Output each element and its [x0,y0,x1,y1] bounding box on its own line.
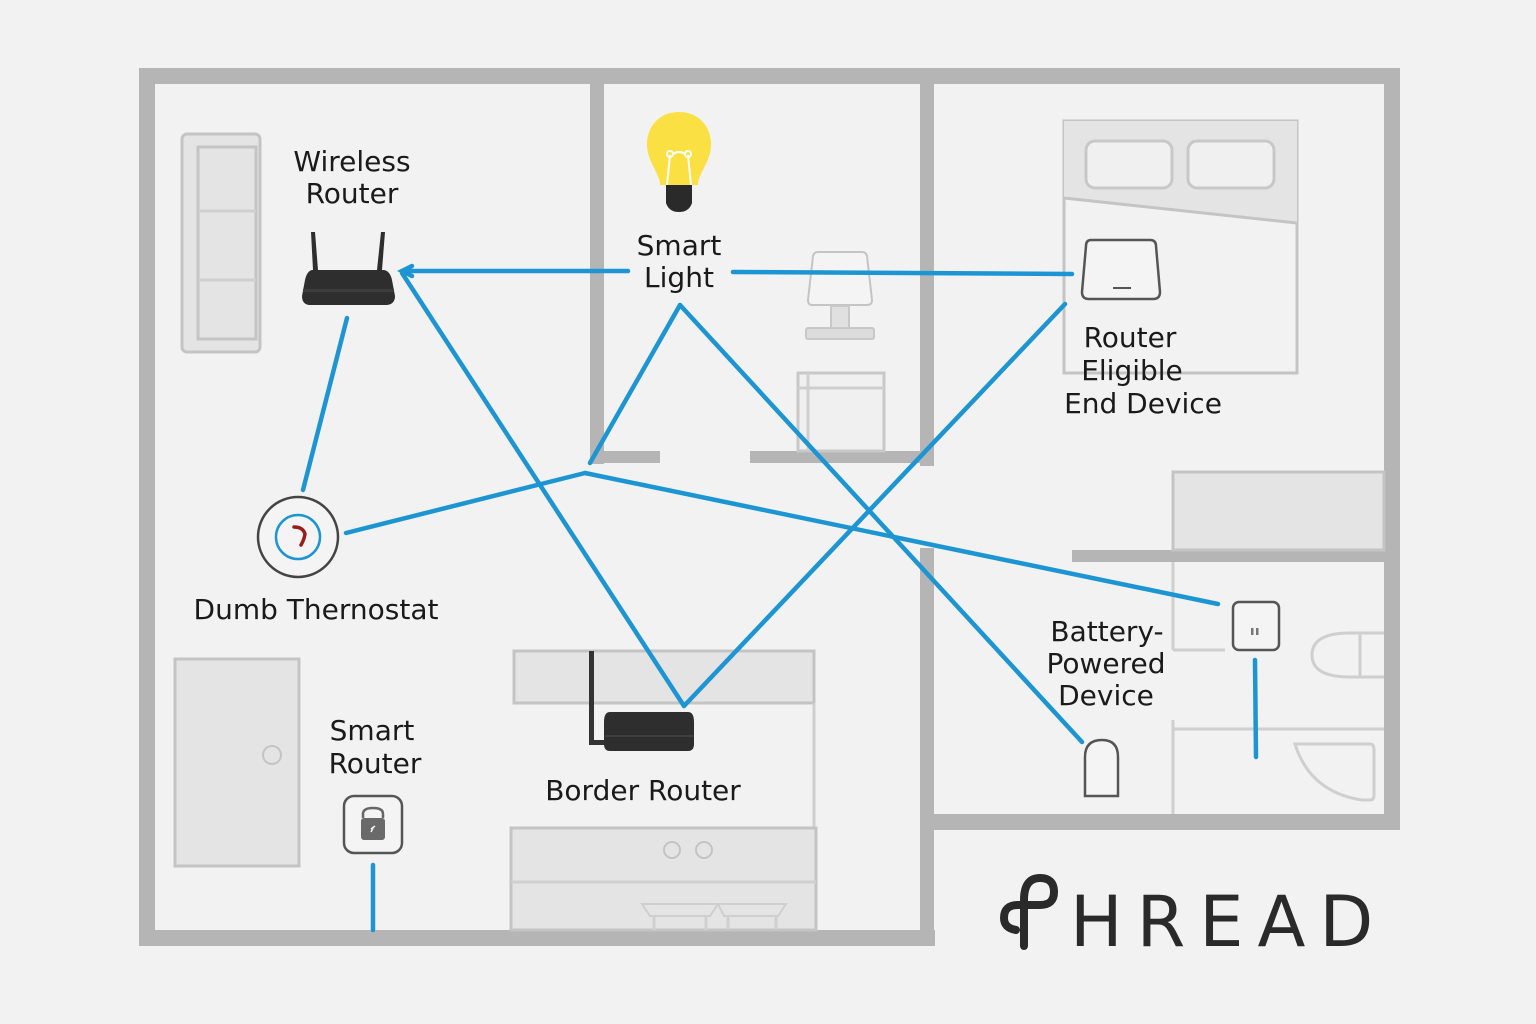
wall-outer-bottom-left [139,930,935,946]
light-bulb-icon [647,112,711,212]
router-eligible-end-device[interactable]: Router Eligible End Device [1064,238,1222,420]
switch-icon [1231,600,1281,652]
wireless-router[interactable]: Wireless Router [293,145,411,305]
border-router-label: Border Router [545,774,741,807]
link-center-to-bath-switch [582,470,1221,607]
smart-light[interactable]: Smart Light [637,112,722,294]
smart-light-label-2: Light [644,261,714,294]
battery-device-label-3: Device [1058,679,1154,712]
border-router[interactable]: Border Router [545,651,741,807]
smart-lock-icon [342,794,404,855]
thread-logo: HREAD [999,873,1387,963]
thermostat[interactable]: Dumb Thernostat [194,495,439,626]
smart-light-label-1: Smart [637,229,722,262]
wall-stub-left [590,451,660,463]
link-light-to-reed [730,269,1075,277]
wireless-router-label-2: Router [306,177,399,210]
reed-label-2: Eligible [1081,354,1183,387]
reed-label-1: Router [1084,321,1177,354]
dresser [1171,470,1386,552]
kitchen-counter [509,649,818,932]
smart-router-label-1: Smart [330,714,415,747]
walls [139,68,1400,946]
chair [796,371,886,453]
bathroom-fixtures [1171,562,1384,814]
bath-switch[interactable] [1231,600,1281,652]
smart-router-label-2: Router [329,747,422,780]
border-router-icon [589,651,694,751]
mesh-links [300,263,1259,933]
table-lamp [805,251,875,340]
link-wireless-router-to-border-router [399,270,687,709]
thread-logo-text: HREAD [1070,881,1387,963]
link-wireless-router-to-thermostat [300,315,350,493]
wall-outer-right [1384,68,1400,830]
wall-bottom-right [920,814,1400,830]
sofa [180,132,262,354]
wall-outer-top [139,68,1400,84]
battery-device-label-2: Powered [1046,647,1165,680]
wall-outer-left [139,68,155,946]
battery-sensor-icon [1083,738,1120,798]
link-light-to-center [587,302,683,466]
bed [1062,119,1299,375]
wall-divider-1 [590,84,604,464]
door [173,657,301,868]
link-bath-switch-down [1252,657,1259,760]
wall-stub-right [750,451,934,463]
wifi-router-icon [302,232,395,305]
reed-label-3: End Device [1064,387,1222,420]
wall-left-vertical-lower [920,548,934,946]
thermostat-label: Dumb Thernostat [194,593,439,626]
link-light-to-battery-device [677,302,1085,745]
smart-router[interactable]: Smart Router [329,714,422,855]
battery-powered-device[interactable]: Battery- Powered Device [1046,615,1166,798]
reed-device-icon [1080,238,1162,301]
link-thermostat-to-bath-switch [343,470,588,536]
battery-device-label-1: Battery- [1050,615,1163,648]
thread-logo-mark-icon [999,873,1059,950]
thermostat-icon [256,495,340,579]
furniture [173,119,1386,932]
wireless-router-label-1: Wireless [293,145,410,178]
wall-bath-top [1072,550,1400,562]
link-reed-to-border-router [681,301,1068,709]
